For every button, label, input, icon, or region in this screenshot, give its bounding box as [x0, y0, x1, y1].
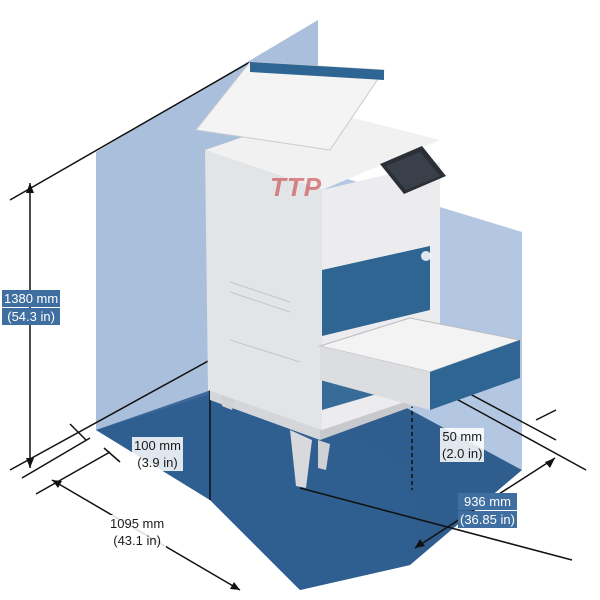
width-dimension-label: 936 mm (36.85 in) — [458, 493, 517, 528]
side-clearance-imperial: (2.0 in) — [440, 445, 485, 462]
depth-imperial: (43.1 in) — [108, 532, 167, 549]
width-metric: 936 mm — [458, 493, 517, 510]
printer-illustration — [195, 61, 522, 488]
height-dimension-label: 1380 mm (54.3 in) — [2, 290, 61, 325]
watermark-logo: TTP — [270, 172, 323, 202]
height-imperial: (54.3 in) — [2, 308, 61, 325]
arrow-heads — [26, 183, 555, 590]
side-clearance-metric: 50 mm — [440, 428, 485, 445]
rear-clearance-metric: 100 mm — [132, 437, 183, 454]
depth-dimension-label: 1095 mm (43.1 in) — [108, 515, 167, 549]
side-clearance-dimension-label: 50 mm (2.0 in) — [440, 428, 485, 462]
depth-metric: 1095 mm — [108, 515, 167, 532]
height-metric: 1380 mm — [2, 290, 61, 307]
width-imperial: (36.85 in) — [458, 511, 517, 528]
rear-clearance-imperial: (3.9 in) — [132, 454, 183, 471]
rear-clearance-dimension-label: 100 mm (3.9 in) — [132, 437, 183, 471]
